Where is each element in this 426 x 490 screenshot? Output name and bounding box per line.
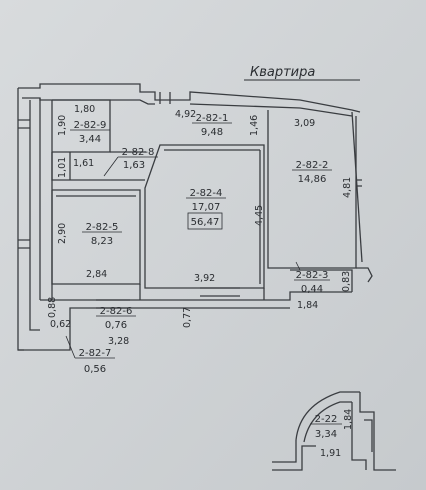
room-area-2-82-4: 17,07 <box>192 202 221 213</box>
dim-1-80: 1,80 <box>74 104 95 115</box>
room-code-2-82-5: 2-82-5 <box>86 222 119 233</box>
room-area-2-82-7: 0,56 <box>84 364 106 375</box>
dim-0-88: 0,88 <box>47 297 58 318</box>
dim-2-90: 2,90 <box>57 223 68 244</box>
room-code-2-82-8: 2-82-8 <box>122 147 155 158</box>
room-area-2-22: 3,34 <box>315 429 337 440</box>
dim-1-01: 1,01 <box>57 157 68 178</box>
title-group: Квартира <box>244 65 360 81</box>
room-area-2-82-3: 0,44 <box>301 284 323 295</box>
room-area-2-82-6: 0,76 <box>105 320 127 331</box>
dim-1-90: 1,90 <box>57 115 68 136</box>
dim-2-84: 2,84 <box>86 269 107 280</box>
room-area-2-82-5: 8,23 <box>91 236 113 247</box>
room-code-2-82-9: 2-82-9 <box>74 120 107 131</box>
balcony-walls <box>272 391 396 471</box>
room-code-2-82-6: 2-82-6 <box>100 306 133 317</box>
dim-4-92: 4,92 <box>175 109 196 120</box>
dim-4-81: 4,81 <box>342 177 353 198</box>
dim-4-45: 4,45 <box>254 205 265 226</box>
dim-3-28: 3,28 <box>108 336 129 347</box>
dim-1-91: 1,91 <box>320 448 341 459</box>
dim-0-62: 0,62 <box>50 319 71 330</box>
total-area: 56,47 <box>191 217 220 228</box>
room-code-2-82-1: 2-82-1 <box>196 113 229 124</box>
room-code-2-82-3: 2-82-3 <box>296 270 329 281</box>
room-code-2-82-2: 2-82-2 <box>296 160 329 171</box>
total-area-box <box>187 212 223 230</box>
room-area-2-82-8: 1,63 <box>123 160 145 171</box>
apartment-walls <box>17 83 373 351</box>
room-area-2-82-1: 9,48 <box>201 127 223 138</box>
room-code-2-82-4: 2-82-4 <box>190 188 223 199</box>
dim-1-84-balcony: 1,84 <box>343 409 354 430</box>
leader-lines <box>65 156 301 359</box>
dim-0-77: 0,77 <box>182 307 193 328</box>
room-code-2-22: 2-22 <box>315 414 338 425</box>
room-labels: 2-82-9 3,44 2-82-1 9,48 2-82-2 14,86 2-8… <box>70 113 342 440</box>
dim-3-09: 3,09 <box>294 118 315 129</box>
room-area-2-82-9: 3,44 <box>79 134 101 145</box>
dim-1-84: 1,84 <box>297 300 318 311</box>
dimension-labels: 1,80 1,90 4,92 1,46 3,09 1,01 1,61 4,81 … <box>47 104 354 459</box>
dim-0-83: 0,83 <box>341 271 352 292</box>
room-code-2-82-7: 2-82-7 <box>79 348 112 359</box>
room-area-2-82-2: 14,86 <box>298 174 327 185</box>
dim-1-46: 1,46 <box>249 115 260 136</box>
plan-title: Квартира <box>250 65 315 80</box>
dim-1-61: 1,61 <box>73 158 94 169</box>
dim-3-92: 3,92 <box>194 273 215 284</box>
